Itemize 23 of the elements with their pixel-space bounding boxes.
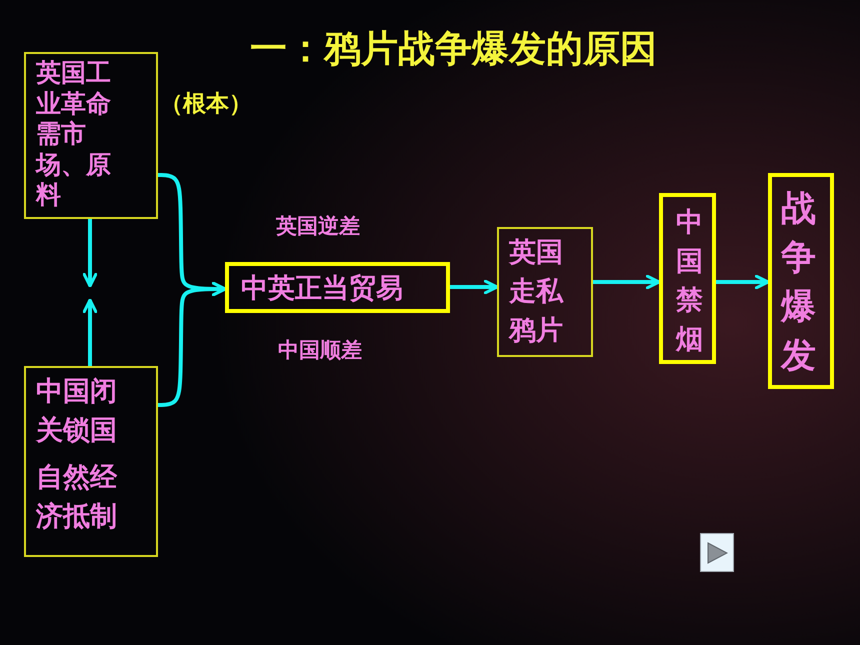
node-text: 战争爆发	[781, 188, 816, 378]
node-text: 自然经济抵制	[36, 461, 117, 534]
node-text: 中国禁烟	[676, 206, 703, 358]
text-box	[24, 366, 158, 557]
node-note: （根本）	[160, 90, 252, 119]
connector-arrow	[593, 274, 661, 290]
node-text: 英国走私鸦片	[509, 236, 563, 348]
trade-note: 中国顺差	[278, 337, 362, 364]
arrow	[82, 298, 98, 366]
node-text: 中英正当贸易	[241, 272, 404, 306]
slide-title: 一：鸦片战争爆发的原因	[250, 26, 657, 72]
text-box	[225, 262, 450, 313]
text-box	[24, 52, 158, 219]
node-text: 英国工业革命需市场、原料	[36, 58, 111, 210]
node-text: 中国闭关锁国	[36, 375, 117, 448]
connector-arrow	[450, 280, 499, 294]
text-box	[659, 193, 716, 364]
trade-note: 英国逆差	[276, 213, 360, 240]
connector-arrow	[716, 274, 770, 290]
arrow	[82, 219, 98, 288]
connector-arrow	[158, 282, 227, 407]
text-box	[497, 227, 593, 357]
text-box	[768, 173, 834, 389]
